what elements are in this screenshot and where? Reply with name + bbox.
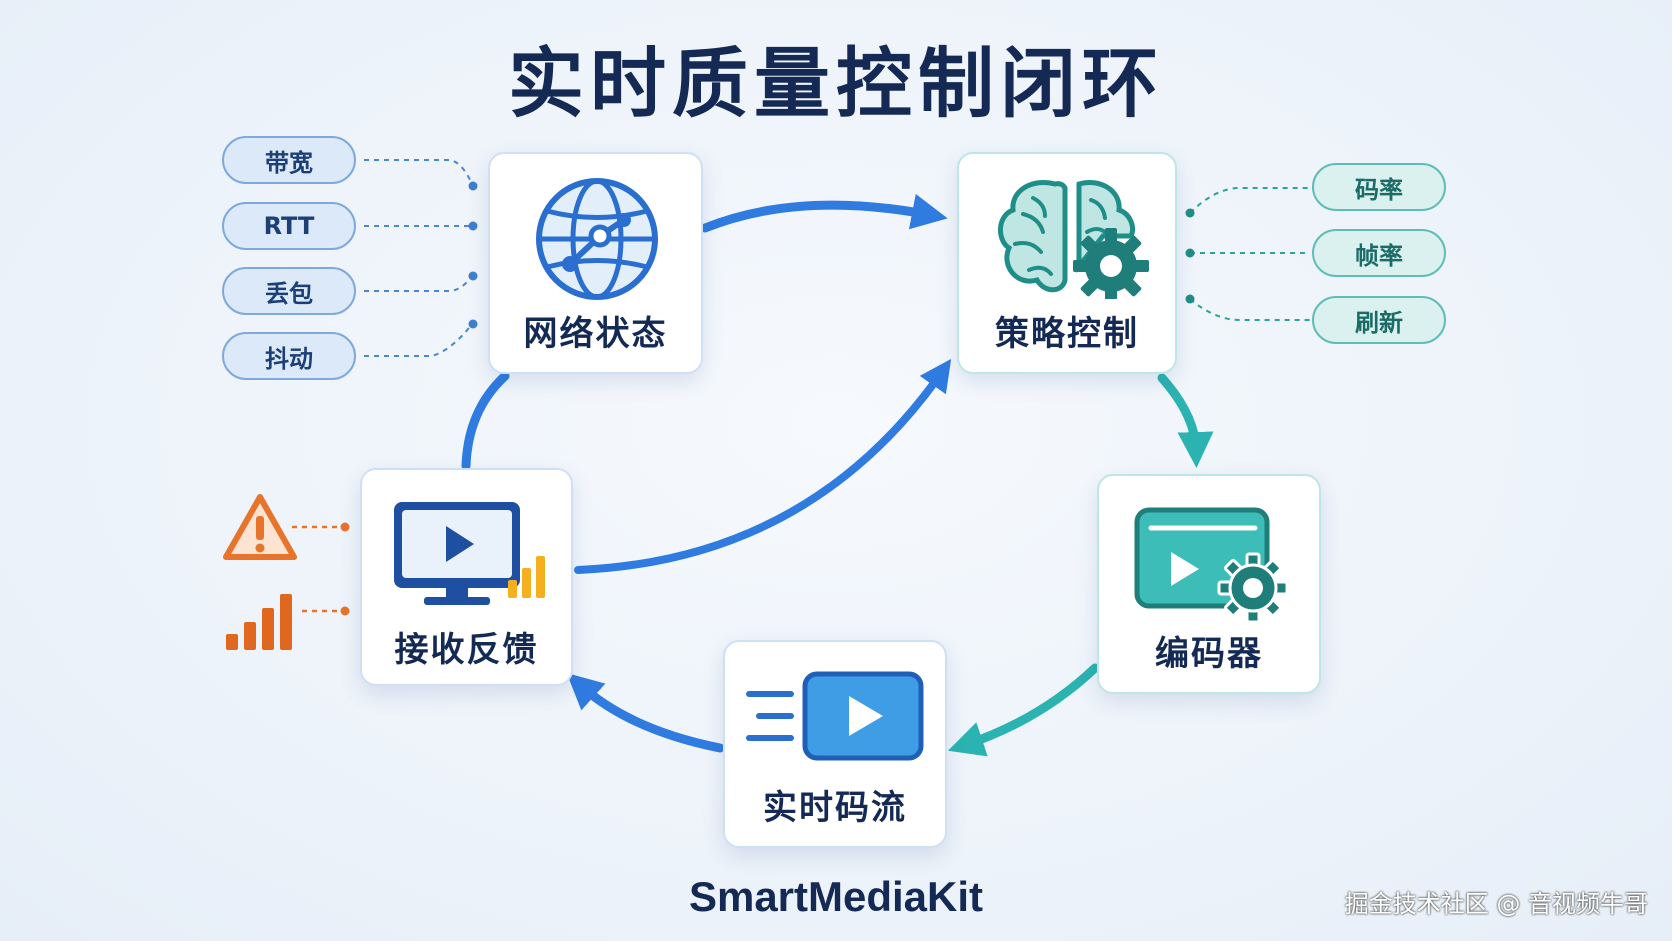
param-connectors: [1189, 187, 1310, 321]
metric-pill-bandwidth: 带宽: [222, 136, 356, 184]
warning-icon: [223, 494, 297, 560]
monitor-signal-icon: [394, 502, 545, 605]
page-title: 实时质量控制闭环: [508, 39, 1164, 128]
metric-pill-packet-loss: 丢包: [222, 267, 356, 315]
metric-pill-rtt: RTT: [222, 202, 356, 250]
node-label: 编码器: [1155, 634, 1263, 674]
arrow-feedback-to-strategy: [574, 358, 952, 574]
param-pill-refresh: 刷新: [1312, 296, 1446, 344]
param-pill-bitrate: 码率: [1312, 163, 1446, 211]
brand-name: SmartMediaKit: [688, 873, 984, 920]
arrow-feedback-to-network: [461, 371, 510, 471]
fast-play-icon: [746, 671, 924, 761]
node-strategy-control: 策略控制: [957, 152, 1177, 374]
node-realtime-stream: 实时码流: [723, 640, 947, 848]
node-label: 网络状态: [523, 314, 668, 354]
node-network-state: 网络状态: [488, 152, 703, 374]
brain-gear-icon: [998, 180, 1149, 299]
node-label: 策略控制: [995, 314, 1139, 354]
arrow-strategy-to-encoder: [1157, 373, 1214, 468]
globe-network-icon: [536, 178, 658, 300]
signal-bars-icon: [226, 594, 292, 650]
param-pill-framerate: 帧率: [1312, 229, 1446, 277]
node-label: 接收反馈: [394, 630, 539, 670]
arrow-encoder-to-stream: [947, 663, 1100, 757]
metric-connectors: [364, 159, 473, 357]
arrow-stream-to-feedback: [566, 672, 725, 753]
node-label: 实时码流: [763, 788, 907, 828]
watermark: 掘金技术社区 @ 音视频牛哥: [1344, 890, 1648, 918]
metric-pill-jitter: 抖动: [222, 332, 356, 380]
node-encoder: 编码器: [1097, 474, 1321, 694]
node-receive-feedback: 接收反馈: [360, 468, 573, 686]
arrow-network-to-strategy: [700, 193, 948, 233]
video-gear-icon: [1134, 507, 1289, 624]
signal-connectors: [292, 525, 340, 613]
